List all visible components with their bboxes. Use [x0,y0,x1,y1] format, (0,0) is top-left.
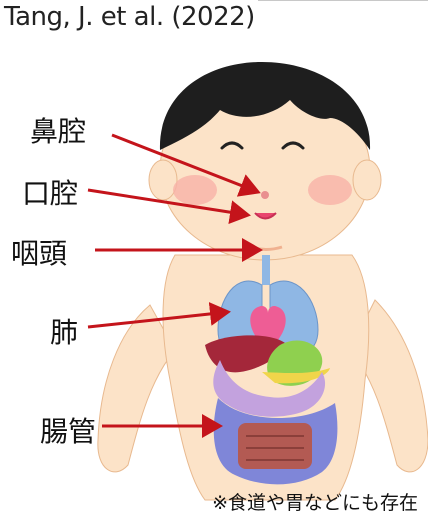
label-pharynx: 咽頭 [11,232,67,272]
colon-center [238,423,312,469]
right-ear [353,160,381,200]
right-cheek [308,175,352,205]
left-ear [149,160,177,200]
label-oral-cavity: 口腔 [22,172,78,212]
label-intestine: 腸管 [40,410,96,450]
left-cheek [173,175,217,205]
trachea [262,255,270,285]
nose [261,191,269,199]
footnote: ※食道や胃などにも存在 [212,488,418,515]
label-lung: 肺 [50,311,78,351]
label-nasal-cavity: 鼻腔 [30,110,86,150]
